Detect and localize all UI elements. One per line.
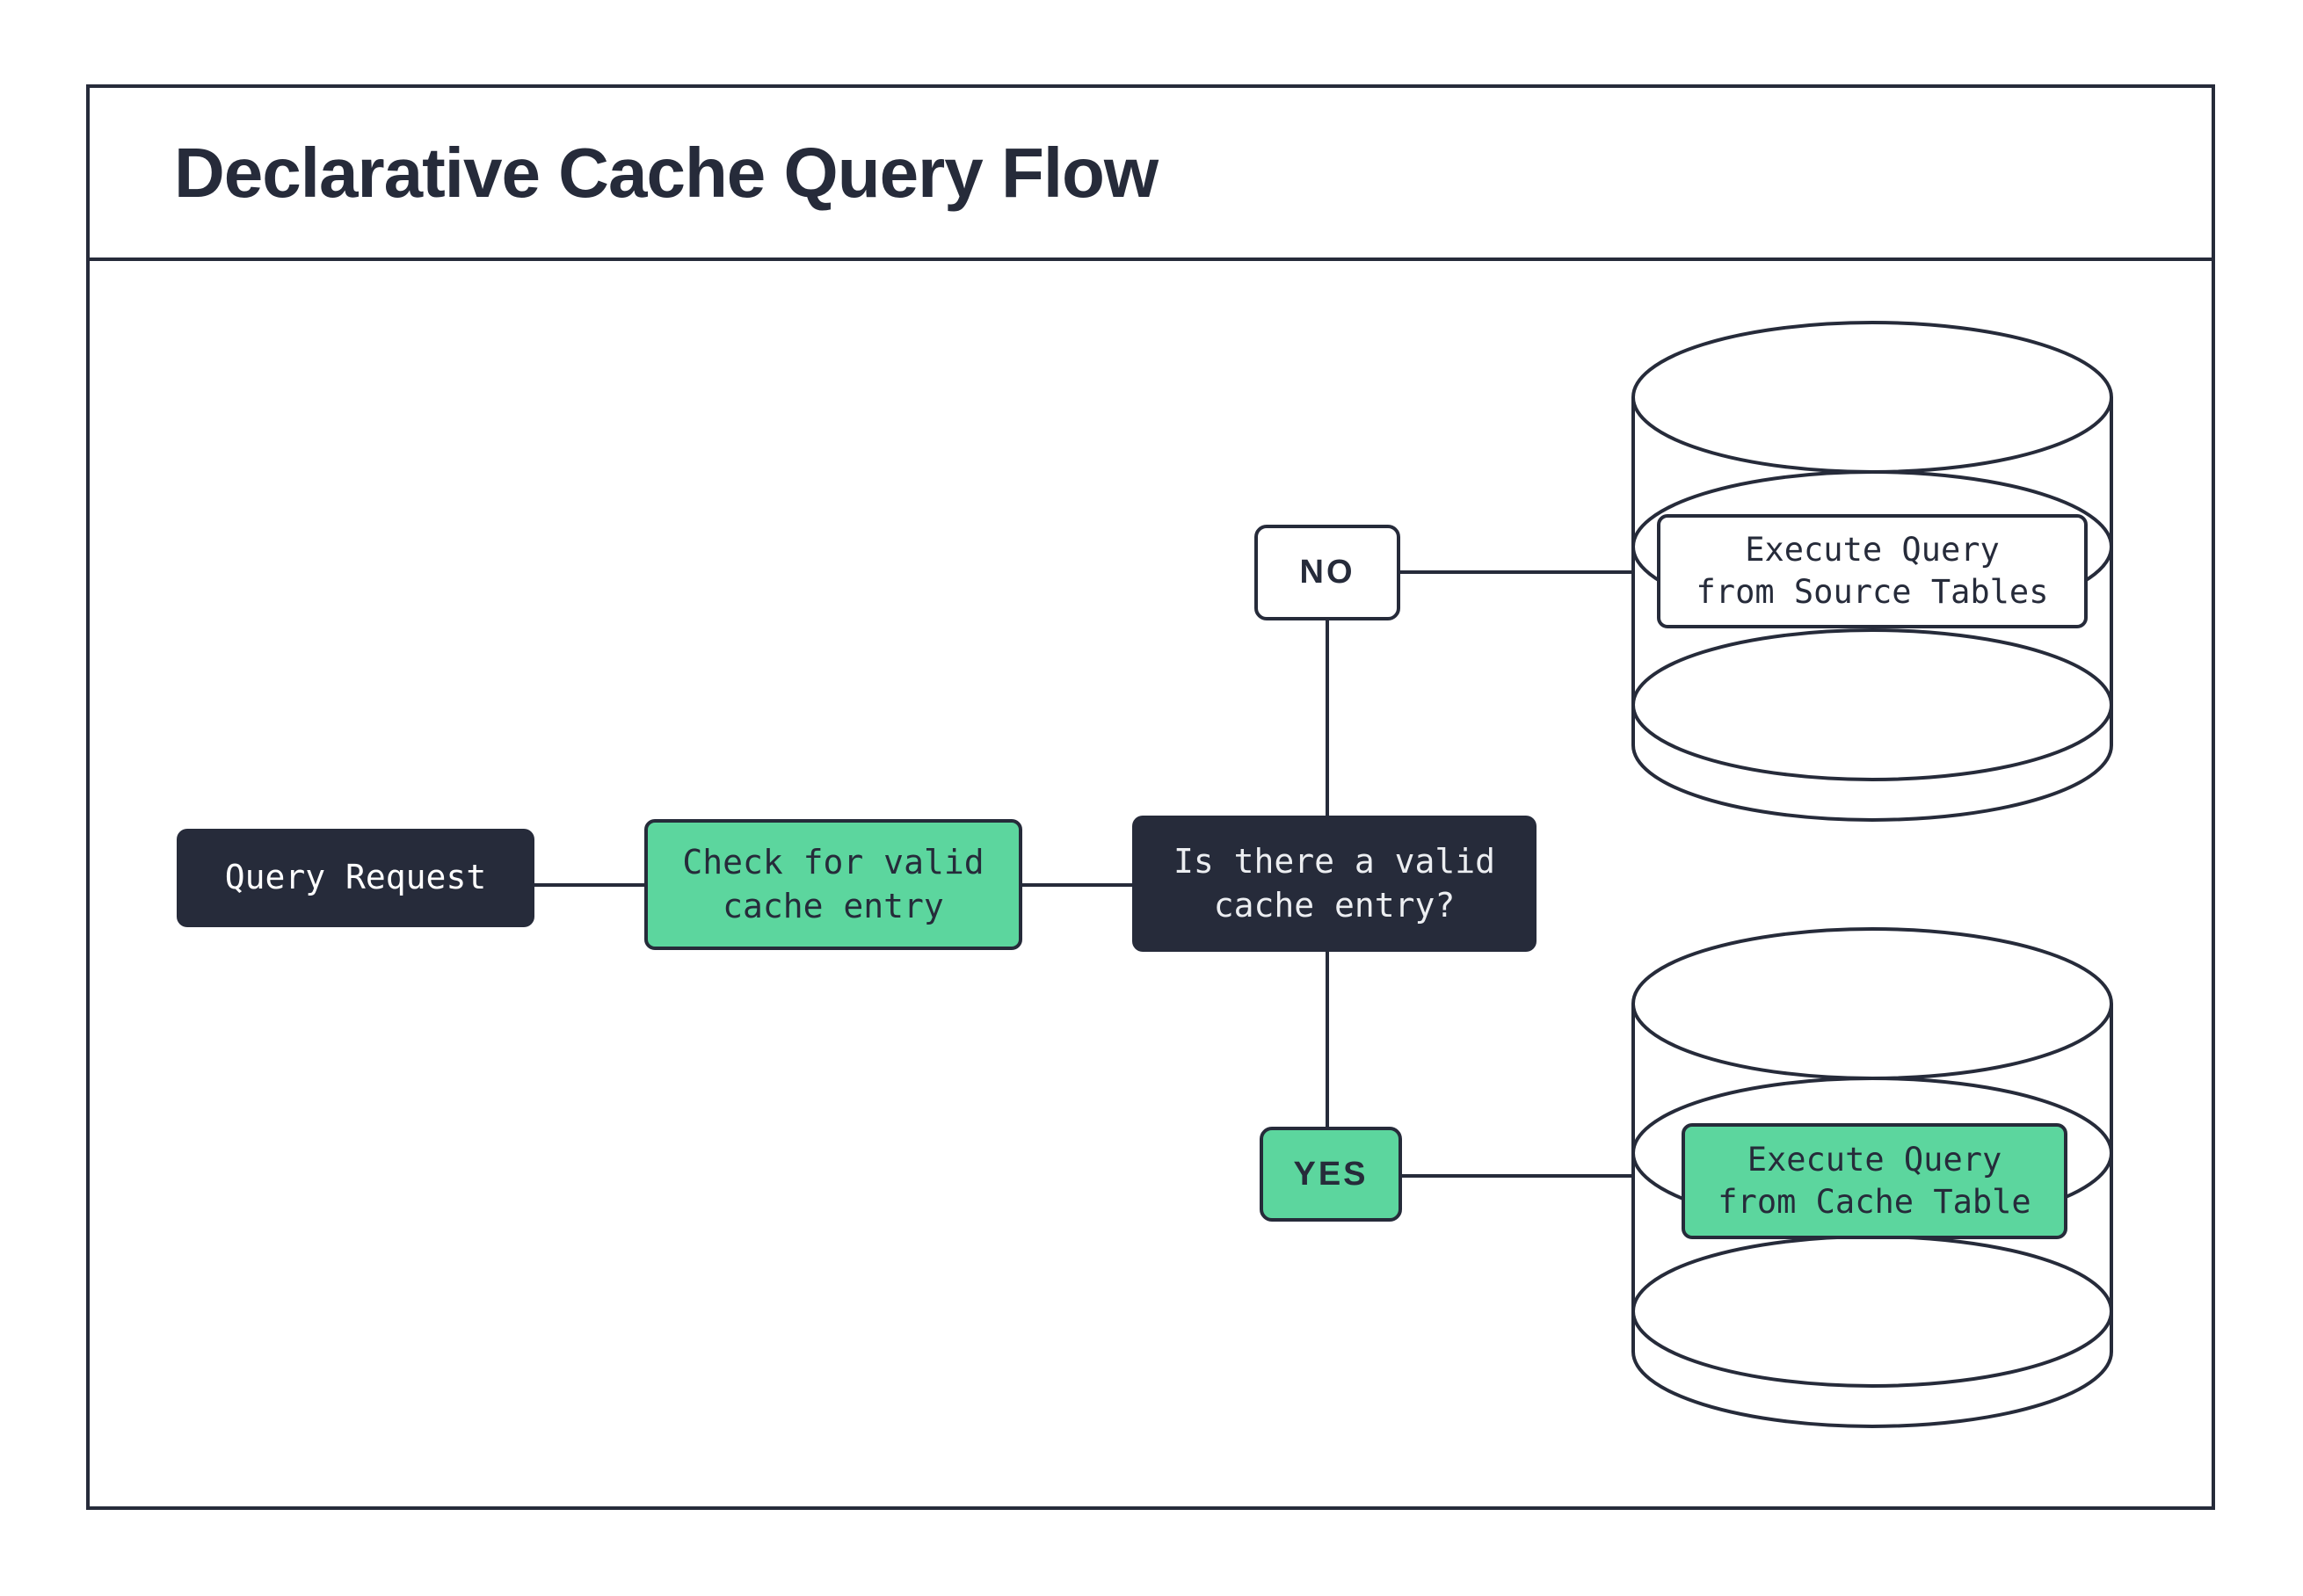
- diagram-frame: Declarative Cache Query Flow: [86, 84, 2215, 1510]
- page-title: Declarative Cache Query Flow: [174, 133, 1159, 212]
- node-branch-no-label: NO: [1299, 554, 1355, 591]
- node-check-cache-entry: Check for valid cache entry: [644, 819, 1022, 950]
- node-branch-no: NO: [1254, 525, 1400, 620]
- diagram-header: Declarative Cache Query Flow: [90, 88, 2212, 261]
- node-check-cache-entry-label: Check for valid cache entry: [682, 843, 984, 925]
- node-decision-valid-cache-label: Is there a valid cache entry?: [1173, 842, 1496, 925]
- node-branch-yes: YES: [1260, 1127, 1402, 1222]
- node-execute-cache-table-label: Execute Query from Cache Table: [1718, 1140, 2031, 1221]
- node-branch-yes-label: YES: [1293, 1155, 1369, 1193]
- node-execute-source-tables: Execute Query from Source Tables: [1657, 514, 2088, 628]
- node-execute-cache-table: Execute Query from Cache Table: [1682, 1123, 2067, 1239]
- node-decision-valid-cache: Is there a valid cache entry?: [1132, 816, 1537, 952]
- node-query-request-label: Query Request: [224, 858, 487, 897]
- node-query-request: Query Request: [177, 829, 534, 927]
- node-execute-source-tables-label: Execute Query from Source Tables: [1696, 530, 2049, 611]
